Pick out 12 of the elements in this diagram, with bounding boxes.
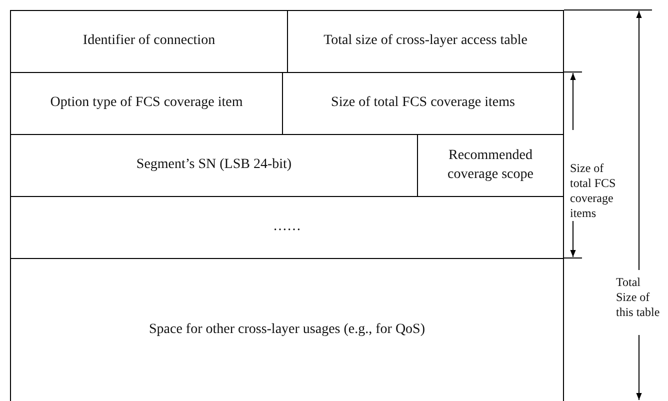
table-cell [10,196,564,259]
cell-text: Total size of cross-layer access table [324,32,528,50]
table-cell [10,258,564,401]
cell-text: Size of total FCS coverage items [331,94,515,112]
cell-text: Space for other cross-layer usages (e.g., for QoS) [148,320,425,339]
table-cell [10,10,288,73]
cell-text: Recommended coverage scope [446,147,534,184]
cell-text: …… [273,218,301,236]
cell-text: Option type of FCS coverage item [50,94,243,112]
table-cell [287,10,564,73]
cell-text: Identifier of connection [82,32,216,50]
cell-text: Segment’s SN (LSB 24-bit) [136,156,292,174]
